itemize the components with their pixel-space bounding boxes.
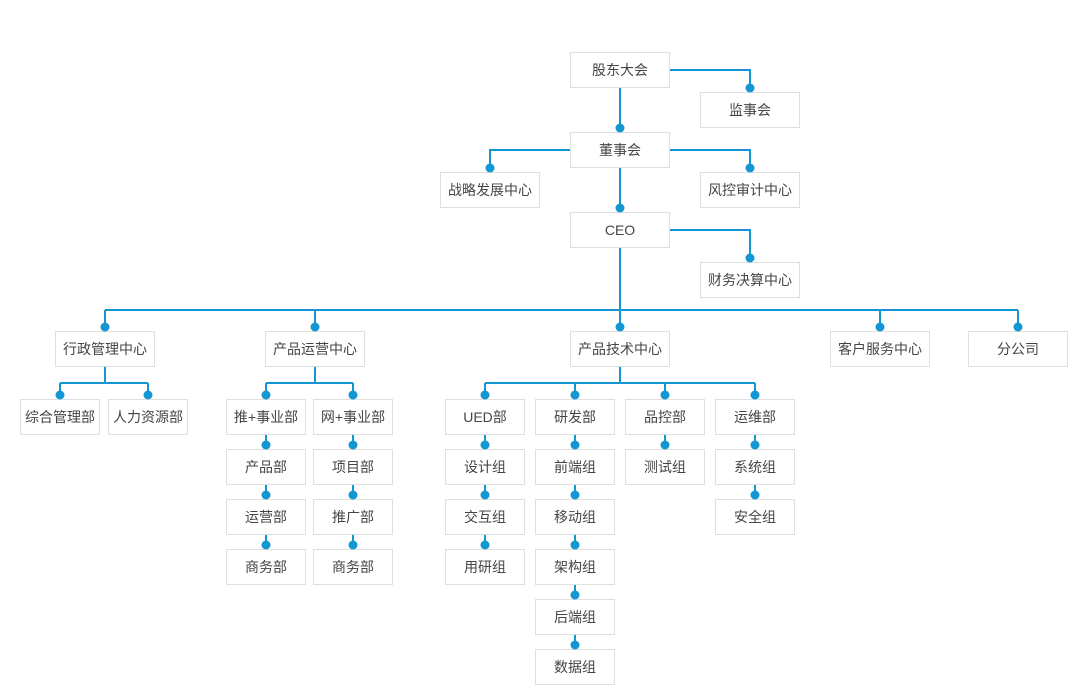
org-node-architecture-group: 架构组 [535,549,615,585]
connector-dot [480,490,490,500]
connector-dot [615,203,625,213]
org-node-general-admin-dept: 综合管理部 [20,399,100,435]
connector-dot [348,490,358,500]
connector-dot [100,322,110,332]
connector-line [670,149,751,168]
org-node-user-research-group: 用研组 [445,549,525,585]
connector-dot [261,390,271,400]
org-node-ceo: CEO [570,212,670,248]
connector-dot [570,590,580,600]
connector-dot [570,390,580,400]
connector-dot [570,540,580,550]
connector-dot [480,390,490,400]
connector-dot [750,490,760,500]
connector-dot [660,390,670,400]
connector-dot [480,540,490,550]
connector-dot [615,123,625,133]
org-node-shareholders: 股东大会 [570,52,670,88]
org-node-operations-dept: 运营部 [226,499,306,535]
org-node-wang-division: 网+事业部 [313,399,393,435]
org-node-product-tech-center: 产品技术中心 [570,331,670,367]
connector-line [670,69,751,88]
connector-dot [480,440,490,450]
org-node-promotion-dept: 推广部 [313,499,393,535]
connector-dot [570,440,580,450]
connector-dot [615,322,625,332]
connector-dot [750,440,760,450]
org-node-branch-company: 分公司 [968,331,1068,367]
org-node-data-group: 数据组 [535,649,615,685]
connector-dot [348,390,358,400]
connector-dot [750,390,760,400]
connector-dot [1013,322,1023,332]
connector-dot [261,440,271,450]
connector-dot [261,490,271,500]
org-node-qc-dept: 品控部 [625,399,705,435]
connector-dot [745,253,755,263]
connector-dot [745,83,755,93]
org-node-testing-group: 测试组 [625,449,705,485]
connector-line [670,229,751,258]
connector-dot [570,490,580,500]
org-node-product-ops-center: 产品运营中心 [265,331,365,367]
org-node-system-group: 系统组 [715,449,795,485]
connector-dot [310,322,320,332]
connector-dot [55,390,65,400]
connector-dot [485,163,495,173]
org-node-admin-center: 行政管理中心 [55,331,155,367]
connector-line [489,149,570,168]
connector-dot [143,390,153,400]
org-node-board-of-directors: 董事会 [570,132,670,168]
org-node-ued-dept: UED部 [445,399,525,435]
org-node-product-dept: 产品部 [226,449,306,485]
connector-dot [261,540,271,550]
connector-dot [570,640,580,650]
connector-dot [745,163,755,173]
org-node-design-group: 设计组 [445,449,525,485]
org-node-ops-maintenance-dept: 运维部 [715,399,795,435]
org-node-security-group: 安全组 [715,499,795,535]
org-node-project-dept: 项目部 [313,449,393,485]
org-node-rd-dept: 研发部 [535,399,615,435]
connector-dot [348,440,358,450]
org-node-supervisory-board: 监事会 [700,92,800,128]
connector-dot [348,540,358,550]
org-node-mobile-group: 移动组 [535,499,615,535]
org-node-tui-division: 推+事业部 [226,399,306,435]
connector-dot [875,322,885,332]
org-node-risk-audit-center: 风控审计中心 [700,172,800,208]
org-node-hr-dept: 人力资源部 [108,399,188,435]
connector-dot [660,440,670,450]
